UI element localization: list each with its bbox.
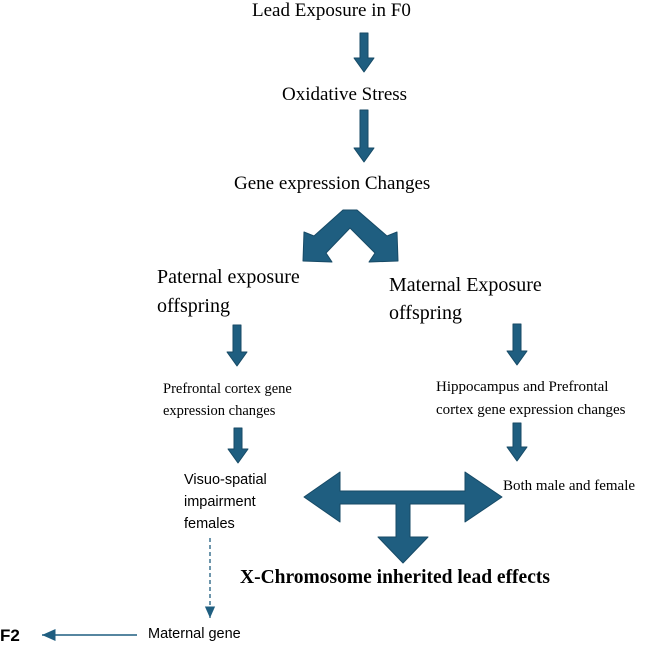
arrow-lead-to-oxidative [353, 32, 375, 73]
node-paternal-exposure-offspring: Paternal exposure offspring [157, 266, 300, 317]
node-maternal-exposure-offspring: Maternal Exposure offspring [389, 274, 542, 324]
node-oxidative-stress: Oxidative Stress [282, 84, 408, 105]
node-lead-exposure: Lead Exposure in F0 [252, 0, 411, 21]
node-f2: F2 [0, 626, 20, 645]
arrow-prefrontal-to-visuo [227, 427, 249, 464]
node-hippocampus-prefrontal-changes: Hippocampus and Prefrontal cortex gene e… [436, 379, 626, 418]
arrow-paternal-to-prefrontal [226, 324, 248, 367]
node-both-male-female: Both male and female [503, 478, 636, 494]
arrow-oxidative-to-gene [353, 109, 375, 163]
arrow-converging-to-x-chromosome [303, 471, 503, 564]
node-x-chromosome-effects: X-Chromosome inherited lead effects [240, 567, 550, 588]
arrow-hippocampus-to-both [506, 422, 528, 462]
node-maternal-gene: Maternal gene [148, 626, 241, 642]
arrow-split-chevron [302, 209, 399, 263]
arrow-maternal-to-hippocampus [506, 323, 528, 366]
node-gene-expression-changes: Gene expression Changes [234, 173, 431, 194]
node-prefrontal-cortex-changes: Prefrontal cortex gene expression change… [163, 381, 292, 419]
node-visuo-spatial-impairment: Visuo-spatial impairment females [184, 472, 267, 532]
